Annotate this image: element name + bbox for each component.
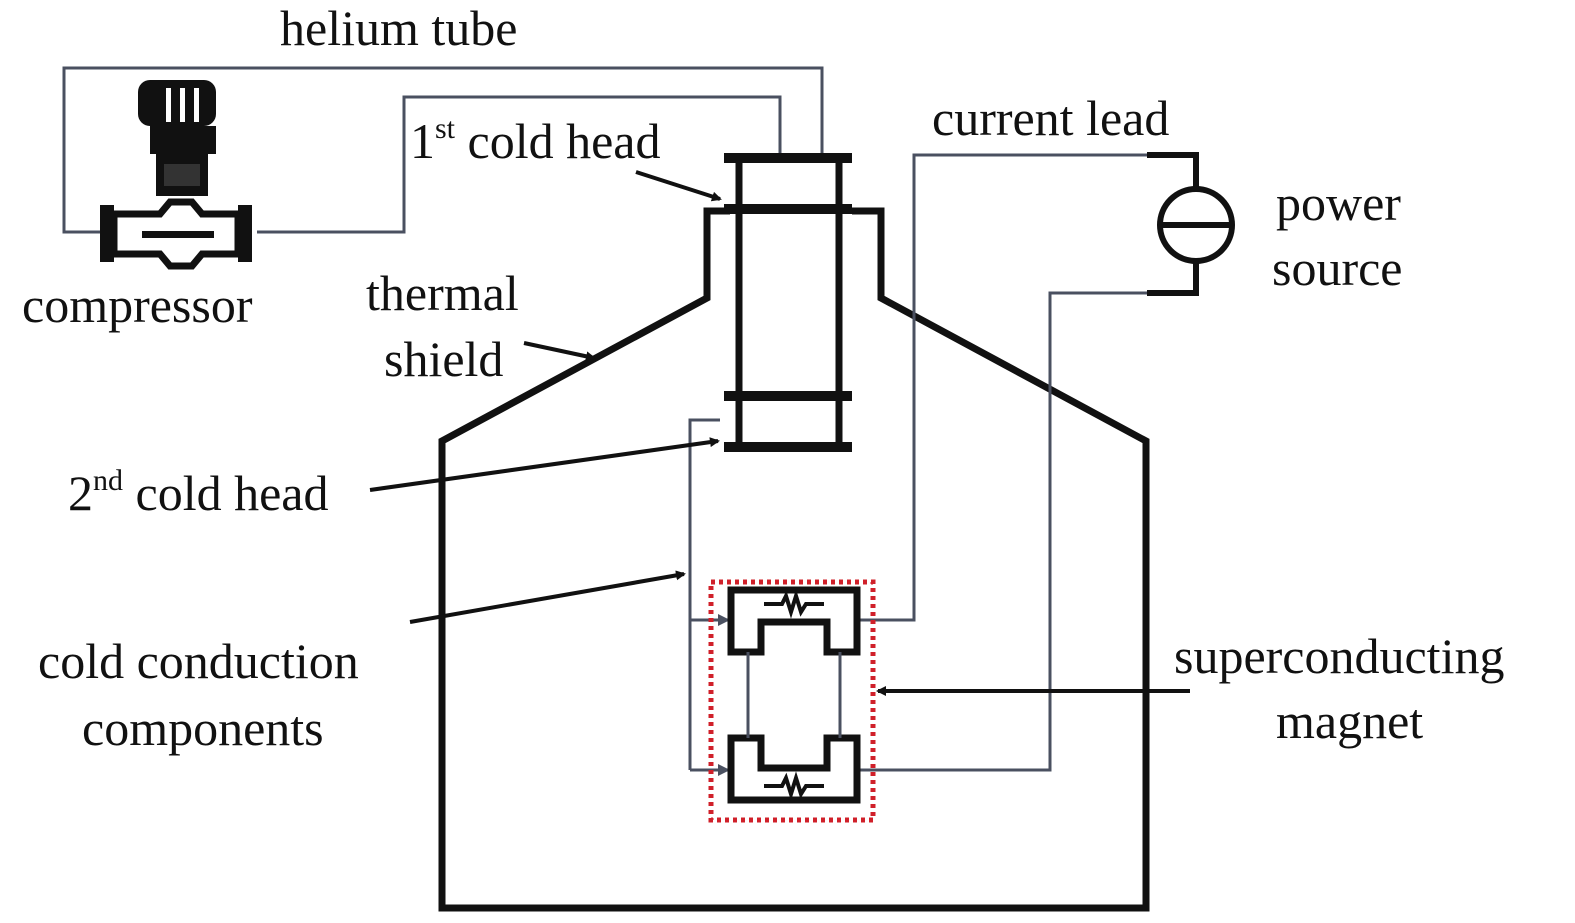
label-magnet-line1: superconducting xyxy=(1174,628,1504,684)
current-lead-lines xyxy=(857,153,1147,772)
compressor-icon xyxy=(100,80,252,270)
first-cold-head-superscript: st xyxy=(435,112,456,145)
arrow-second-cold-head xyxy=(369,437,720,492)
label-second-cold-head: 2nd cold head xyxy=(68,464,328,521)
cold-head-cylinder xyxy=(724,153,852,452)
label-thermal-line1: thermal xyxy=(366,265,519,321)
label-power-line1: power xyxy=(1276,175,1401,231)
label-magnet-line2: magnet xyxy=(1276,693,1423,749)
helium-tube-lines xyxy=(62,66,824,234)
label-compressor: compressor xyxy=(22,277,253,333)
arrow-thermal-shield xyxy=(523,341,596,362)
label-current-lead: current lead xyxy=(932,90,1169,146)
helium-tube-outer xyxy=(62,66,824,234)
first-cold-head-number: 1 xyxy=(410,113,435,169)
label-cold-conduction-line1: cold conduction xyxy=(38,633,359,689)
arrow-cold-conduction xyxy=(409,570,686,624)
second-cold-head-number: 2 xyxy=(68,465,93,521)
helium-tube-inner xyxy=(257,95,782,234)
label-thermal-line2: shield xyxy=(384,331,503,387)
second-cold-head-superscript: nd xyxy=(93,464,123,497)
pointer-arrows xyxy=(369,170,1190,696)
label-first-cold-head: 1st cold head xyxy=(410,112,660,169)
first-cold-head-text: cold head xyxy=(455,113,660,169)
power-source-icon xyxy=(1147,152,1235,296)
arrow-first-cold-head xyxy=(635,170,722,202)
label-cold-conduction-line2: components xyxy=(82,700,324,756)
label-helium-tube: helium tube xyxy=(280,0,517,56)
thermal-shield-outline xyxy=(438,207,1150,912)
label-power-line2: source xyxy=(1272,240,1403,296)
superconducting-magnet-icon xyxy=(708,579,876,823)
second-cold-head-text: cold head xyxy=(123,465,328,521)
